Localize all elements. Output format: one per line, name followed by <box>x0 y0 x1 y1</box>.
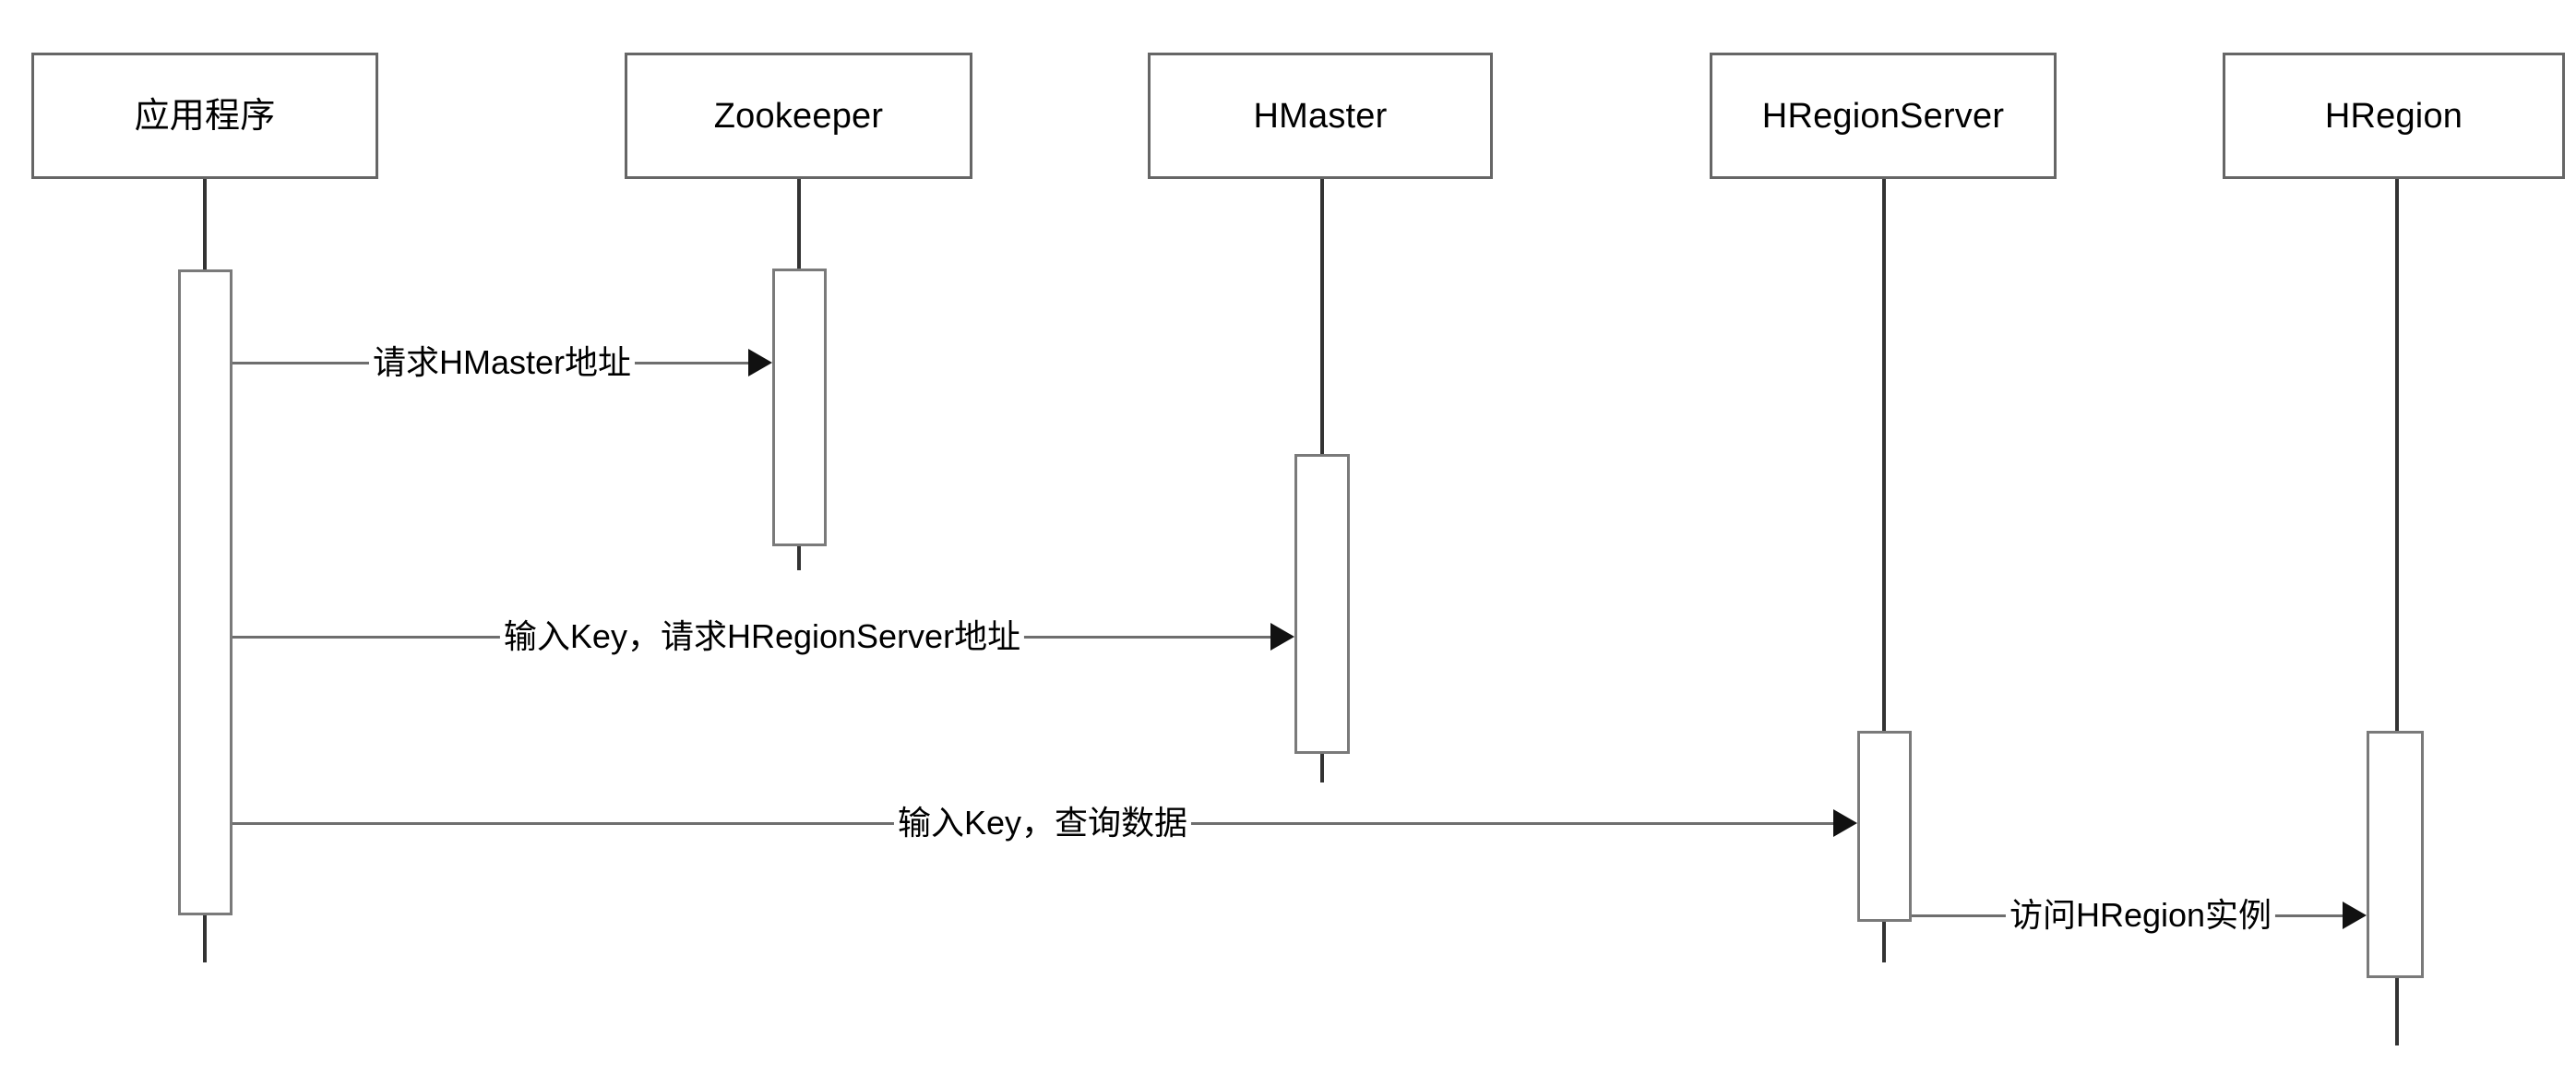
message-label-4: 访问HRegion实例 <box>2005 899 2276 932</box>
activation-bar-zookeeper[interactable] <box>772 269 827 546</box>
participant-label-hregion: HRegion <box>2324 96 2463 136</box>
lifeline-hregion <box>2395 179 2399 1045</box>
activation-bar-app[interactable] <box>178 269 233 915</box>
message-arrowhead-2 <box>1270 623 1294 651</box>
participant-label-hmaster: HMaster <box>1253 96 1388 136</box>
participant-box-hregionserver[interactable]: HRegionServer <box>1710 53 2057 179</box>
message-arrowhead-4 <box>2343 902 2367 929</box>
message-label-3: 输入Key，查询数据 <box>893 806 1192 840</box>
activation-bar-hmaster[interactable] <box>1294 454 1350 754</box>
participant-box-zookeeper[interactable]: Zookeeper <box>625 53 972 179</box>
participant-box-hregion[interactable]: HRegion <box>2223 53 2565 179</box>
lifeline-hregionserver <box>1882 179 1886 962</box>
message-label-2: 输入Key，请求HRegionServer地址 <box>499 620 1025 653</box>
participant-label-app: 应用程序 <box>134 96 276 136</box>
participant-box-hmaster[interactable]: HMaster <box>1148 53 1493 179</box>
participant-label-zookeeper: Zookeeper <box>713 96 884 136</box>
participant-label-hregionserver: HRegionServer <box>1761 96 2005 136</box>
message-label-1: 请求HMaster地址 <box>368 346 636 379</box>
message-arrowhead-3 <box>1833 809 1857 837</box>
message-arrowhead-1 <box>748 349 772 376</box>
activation-bar-hregionserver[interactable] <box>1857 731 1912 922</box>
activation-bar-hregion[interactable] <box>2367 731 2424 978</box>
participant-box-app[interactable]: 应用程序 <box>31 53 378 179</box>
